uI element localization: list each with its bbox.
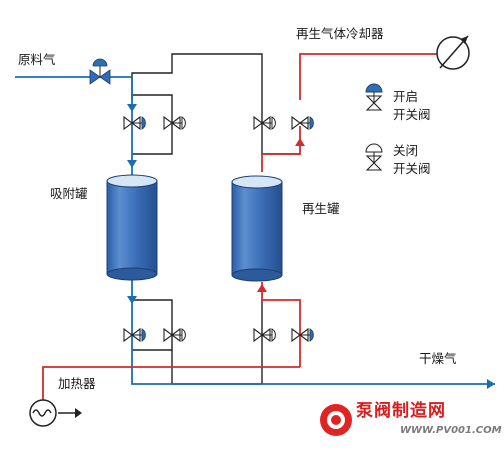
valve-bottom-center-closed <box>163 327 186 343</box>
watermark-url: WWW.PV001.COM <box>400 425 502 436</box>
valve-bottom-left-open <box>123 327 146 343</box>
valve-top-left-open <box>123 115 146 131</box>
adsorber-label: 吸附罐 <box>50 186 88 201</box>
feed-control-valve <box>89 58 111 85</box>
legend-closed-line1: 关闭 <box>393 143 419 158</box>
arrow-up-regen <box>257 284 267 292</box>
legend-open-line2: 开关阀 <box>393 107 431 122</box>
blue-arrows <box>127 104 495 389</box>
valve-top-right-a-closed <box>253 115 276 131</box>
red-arrows <box>257 138 305 292</box>
arrow-up-valve <box>295 138 305 146</box>
heater-icon <box>29 399 82 427</box>
legend-open-line1: 开启 <box>393 89 419 104</box>
valve-top-right-b-open <box>291 115 314 131</box>
legend-open-valve-icon <box>365 83 383 111</box>
regenerator-tank <box>231 175 283 282</box>
arrow-right-dry-gas <box>487 379 495 389</box>
dry-gas-label: 干燥气 <box>419 351 457 366</box>
adsorber-tank <box>106 174 158 281</box>
adsorption-flow <box>15 76 495 385</box>
legend-closed-line2: 开关阀 <box>393 161 431 176</box>
regenerator-label: 再生罐 <box>302 201 340 216</box>
watermark-logo-icon <box>320 404 352 436</box>
heater-label: 加热器 <box>58 376 96 391</box>
legend-closed-valve-icon <box>365 143 383 171</box>
valve-bottom-right-b-open <box>291 327 314 343</box>
watermark-brand: 泵阀制造网 <box>356 401 446 421</box>
valve-bottom-right-a-closed <box>253 327 276 343</box>
arrow-down-feed <box>127 104 137 112</box>
valve-top-center-closed <box>163 115 186 131</box>
arrow-down-bottom <box>127 296 137 304</box>
feed-gas-label: 原料气 <box>18 52 56 67</box>
cooler-icon <box>436 35 470 70</box>
arrow-down-adsorber <box>127 160 137 168</box>
regen-cooler-label: 再生气体冷却器 <box>296 26 384 41</box>
